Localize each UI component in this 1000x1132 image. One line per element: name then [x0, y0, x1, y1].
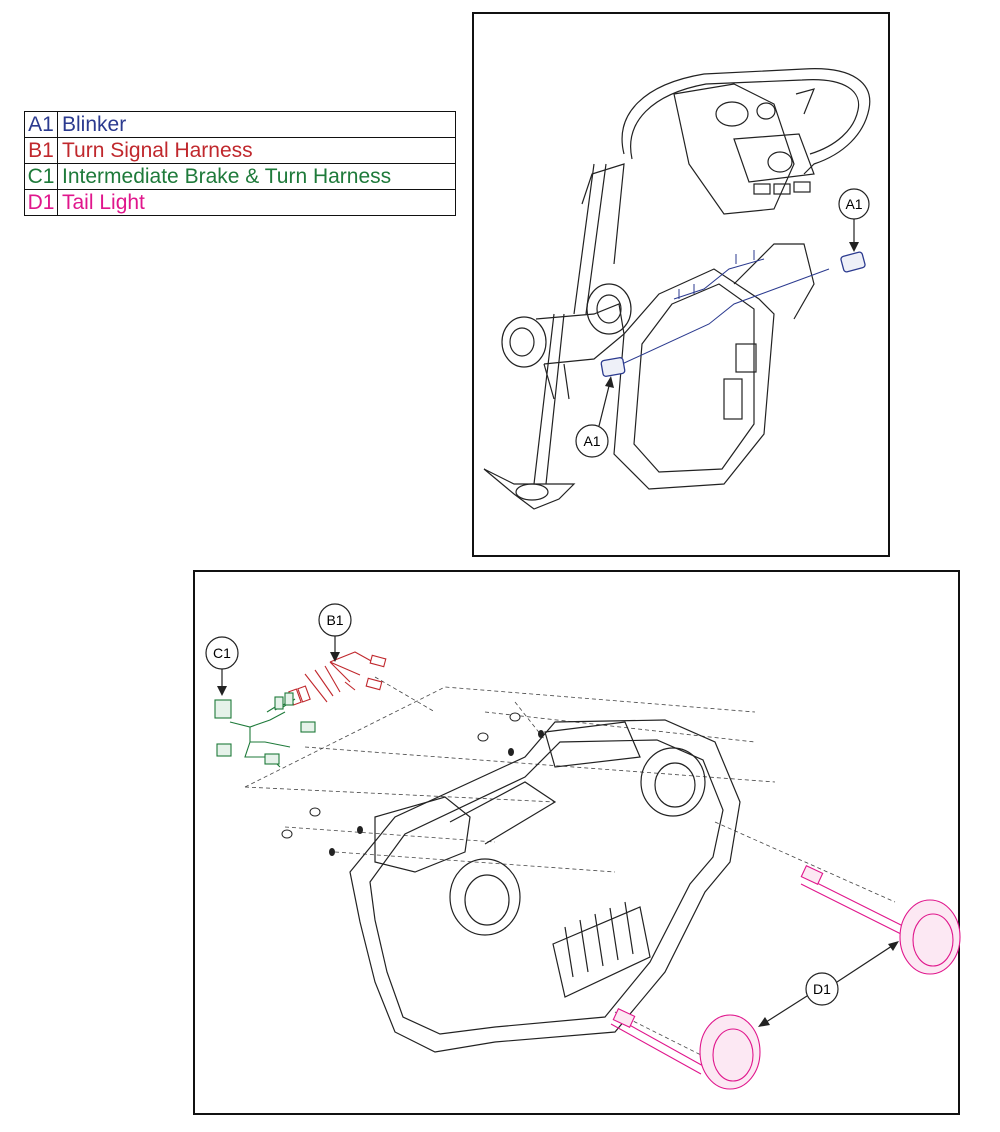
legend-label: Intermediate Brake & Turn Harness	[57, 163, 456, 190]
legend-row-b1: B1 Turn Signal Harness	[24, 137, 456, 164]
callout-b1: B1	[326, 612, 343, 628]
tiller-drawing: A1 A1	[483, 68, 871, 510]
legend-label: Tail Light	[57, 189, 456, 216]
legend-row-c1: C1 Intermediate Brake & Turn Harness	[24, 163, 456, 190]
legend-label: Blinker	[57, 111, 456, 138]
rear-shroud-drawing: B1 C1 D1	[205, 603, 961, 1090]
parts-legend: A1 Blinker B1 Turn Signal Harness C1 Int…	[24, 111, 456, 216]
callout-c1: C1	[213, 645, 231, 661]
legend-code: D1	[24, 189, 58, 216]
callout-a1-bottom-circle	[575, 424, 609, 458]
legend-row-d1: D1 Tail Light	[24, 189, 456, 216]
callout-d1: D1	[813, 981, 831, 997]
tiller-assembly-panel: A1 A1	[472, 12, 890, 557]
callout-a1-bottom: A1	[583, 433, 600, 449]
legend-code: B1	[24, 137, 58, 164]
rear-shroud-panel: B1 C1 D1	[193, 570, 961, 1115]
callout-a1-top: A1	[845, 196, 862, 212]
legend-code: C1	[24, 163, 58, 190]
callout-d1-circle	[805, 972, 839, 1006]
legend-code: A1	[24, 111, 58, 138]
legend-row-a1: A1 Blinker	[24, 111, 456, 138]
legend-label: Turn Signal Harness	[57, 137, 456, 164]
